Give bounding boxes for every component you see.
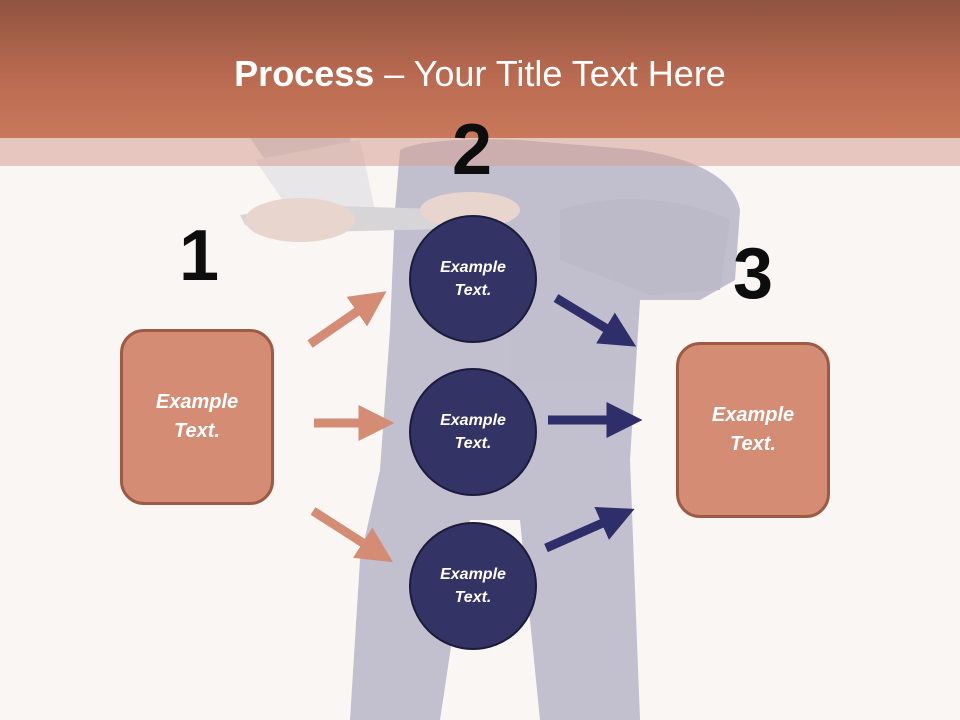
step-number-3: 3 xyxy=(732,234,774,314)
step-2-text-top: Example Text. xyxy=(440,259,506,299)
step-2-circle-bottom: Example Text. xyxy=(409,522,537,650)
step-1-box: Example Text. xyxy=(120,329,274,505)
title-rest: – Your Title Text Here xyxy=(374,53,726,94)
header-band xyxy=(0,138,960,166)
arrow-left-top xyxy=(307,291,387,348)
step-3-box: Example Text. xyxy=(676,342,830,518)
step-1-text: Example Text. xyxy=(155,391,239,442)
step-2-text-middle: Example Text. xyxy=(440,412,506,452)
title-bold: Process xyxy=(234,53,375,94)
step-number-2: 2 xyxy=(451,110,493,190)
step-number-1: 1 xyxy=(178,216,220,296)
arrow-right-top xyxy=(553,294,637,347)
step-2-circle-middle: Example Text. xyxy=(409,368,537,496)
slide-title: Process – Your Title Text Here xyxy=(0,52,960,96)
step-3-text: Example Text. xyxy=(711,404,795,455)
header-bar xyxy=(0,0,960,138)
arrow-right-bottom xyxy=(544,506,635,553)
step-2-text-bottom: Example Text. xyxy=(440,566,506,606)
arrow-left-bottom xyxy=(310,507,393,563)
step-2-circle-top: Example Text. xyxy=(409,215,537,343)
